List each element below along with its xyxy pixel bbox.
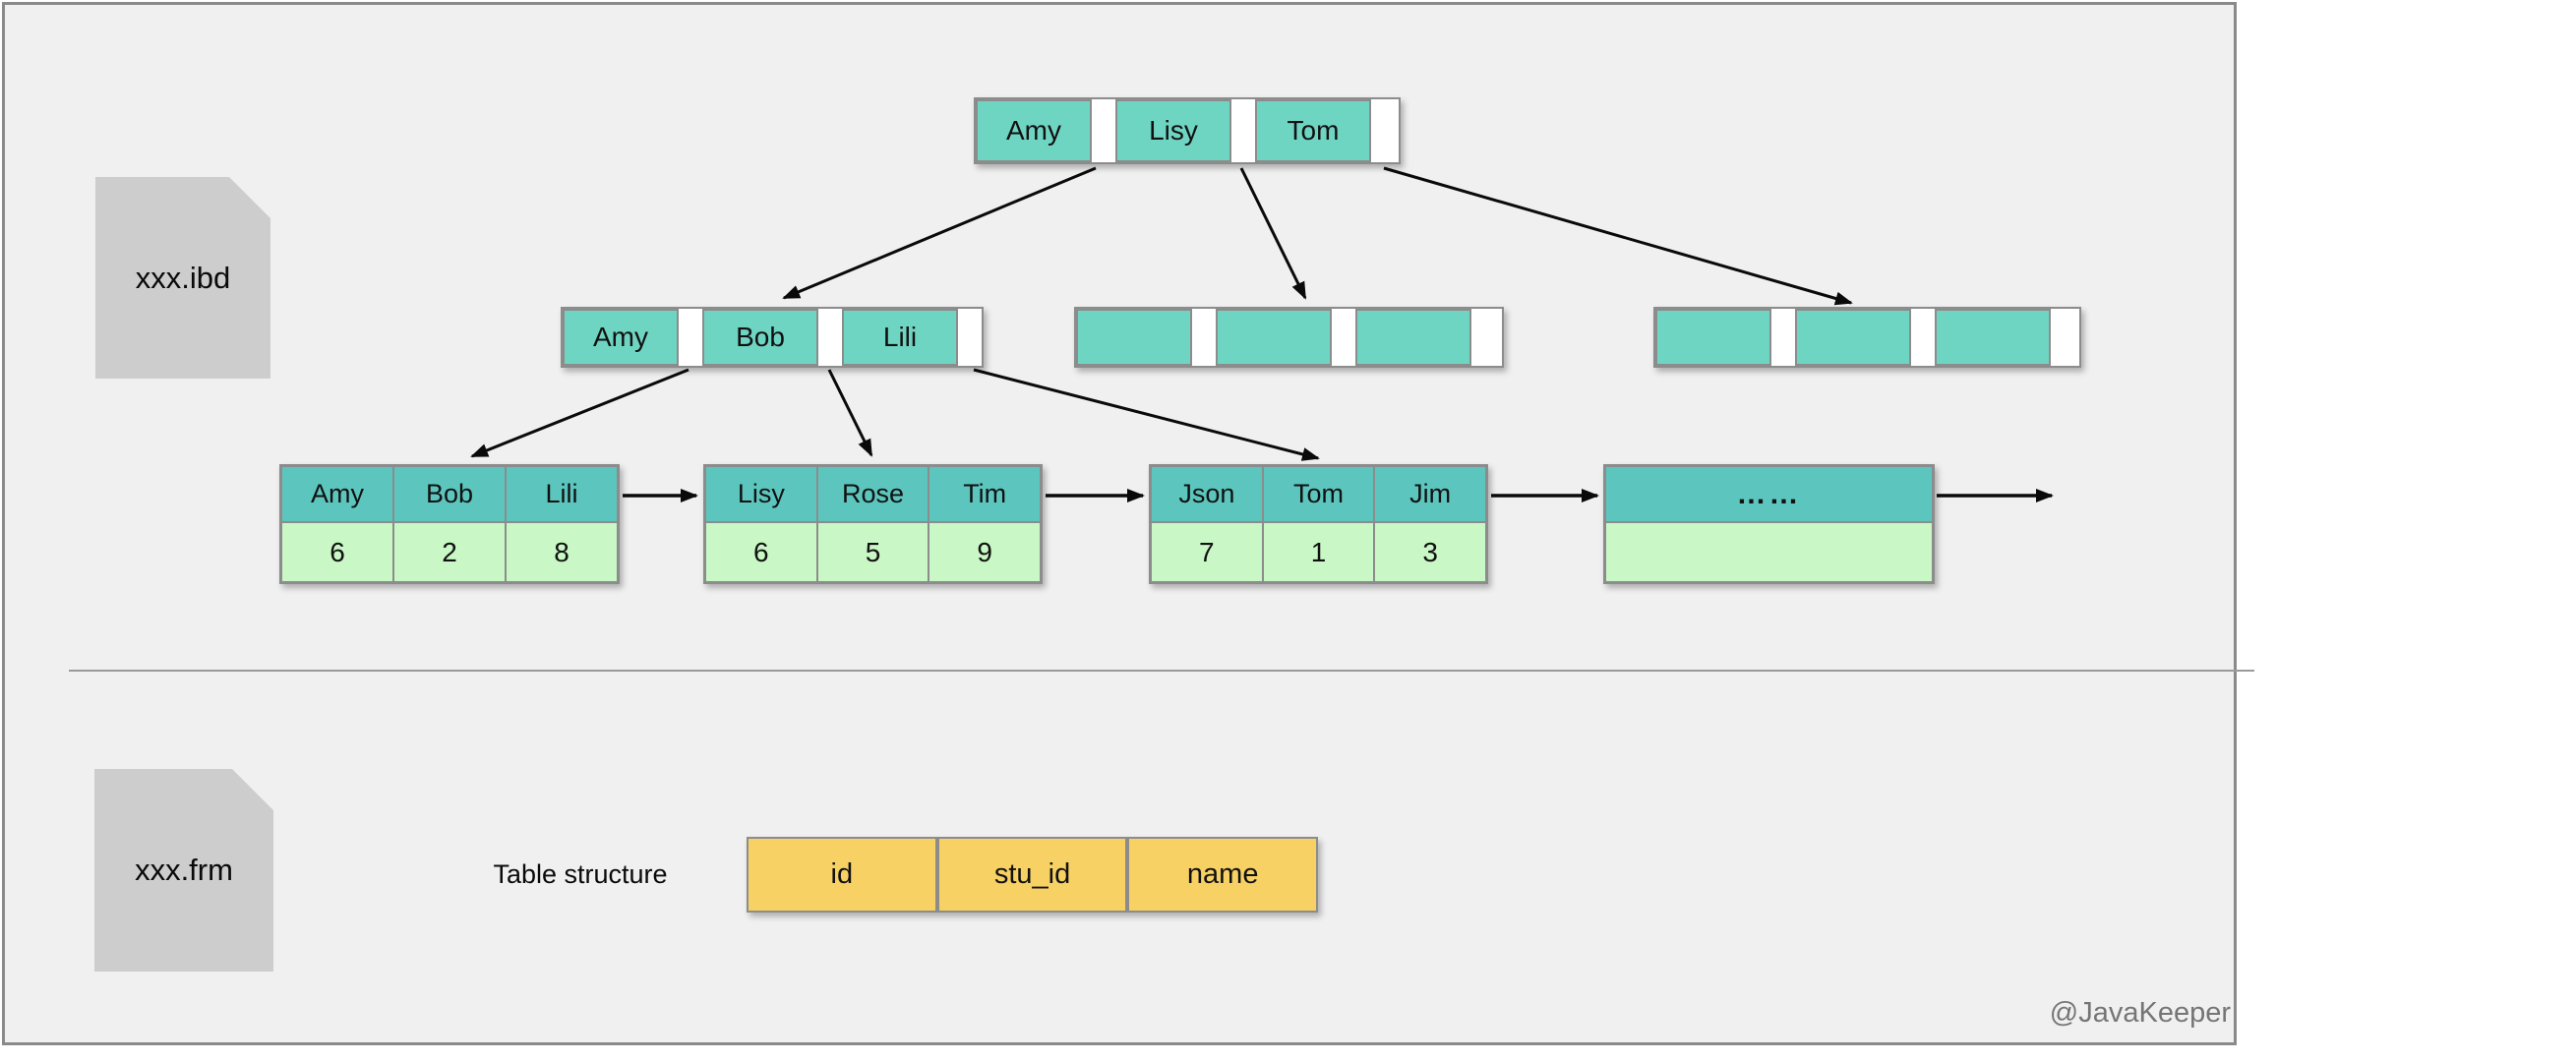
btree-internal-node-1: Amy Bob Lili xyxy=(561,307,984,368)
pointer-cell xyxy=(1371,99,1395,162)
table-structure-label: Table structure xyxy=(493,859,668,889)
ibd-file-label: xxx.ibd xyxy=(135,260,231,295)
pointer-cell xyxy=(1092,99,1115,162)
pointer-cell xyxy=(1192,309,1216,366)
leaf-value-cell: 7 xyxy=(1151,522,1263,582)
leaf-key-row: Json Tom Jim xyxy=(1151,466,1487,522)
leaf-value-cell: 5 xyxy=(816,522,929,582)
leaf-key-cell: Lili xyxy=(506,466,618,522)
leaf-value-cell: 6 xyxy=(281,522,393,582)
btree-internal-node-2 xyxy=(1074,307,1504,368)
btree-leaf-node-1: Amy Bob Lili 6 2 8 xyxy=(279,464,620,584)
ibd-file-icon: xxx.ibd xyxy=(95,177,270,379)
btree-root-node: Amy Lisy Tom xyxy=(974,97,1401,164)
root-key-cell: Tom xyxy=(1255,99,1371,162)
internal-key-cell: Amy xyxy=(563,309,679,366)
table-column-cell: id xyxy=(747,837,937,913)
btree-leaf-node-2: Lisy Rose Tim 6 5 9 xyxy=(703,464,1043,584)
pointer-cell xyxy=(958,309,982,366)
leaf-key-cell: Jim xyxy=(1374,466,1487,522)
root-key-cell: Amy xyxy=(976,99,1092,162)
leaf-key-row: Amy Bob Lili xyxy=(281,466,618,522)
pointer-cell xyxy=(818,309,842,366)
leaf-key-cell: Tom xyxy=(1262,466,1375,522)
internal-key-cell xyxy=(1935,309,2051,366)
leaf-value-row: 7 1 3 xyxy=(1151,522,1487,582)
leaf-value-cell xyxy=(1605,522,1933,582)
leaf-key-cell: Amy xyxy=(281,466,393,522)
internal-key-cell xyxy=(1355,309,1471,366)
internal-key-cell: Lili xyxy=(842,309,958,366)
leaf-value-row: 6 5 9 xyxy=(705,522,1042,582)
leaf-value-cell: 2 xyxy=(393,522,506,582)
internal-key-cell xyxy=(1076,309,1192,366)
table-column-cell: name xyxy=(1127,837,1319,913)
leaf-value-cell: 6 xyxy=(705,522,817,582)
table-column-cell: stu_id xyxy=(936,837,1128,913)
pointer-cell xyxy=(679,309,702,366)
leaf-value-row: 6 2 8 xyxy=(281,522,618,582)
btree-leaf-node-4: …… xyxy=(1603,464,1935,584)
frm-file-label: xxx.frm xyxy=(135,853,233,887)
pointer-cell xyxy=(1332,309,1355,366)
leaf-value-cell: 9 xyxy=(929,522,1042,582)
leaf-value-cell: 3 xyxy=(1374,522,1487,582)
pointer-cell xyxy=(1911,309,1935,366)
leaf-ellipsis-cell: …… xyxy=(1605,466,1933,522)
internal-key-cell xyxy=(1655,309,1771,366)
leaf-key-row: Lisy Rose Tim xyxy=(705,466,1042,522)
leaf-key-cell: Lisy xyxy=(705,466,817,522)
leaf-key-row: …… xyxy=(1605,466,1933,522)
internal-key-cell xyxy=(1795,309,1911,366)
pointer-cell xyxy=(1471,309,1495,366)
leaf-value-cell: 1 xyxy=(1262,522,1375,582)
table-structure-columns: id stu_id name xyxy=(747,837,1319,913)
leaf-key-cell: Bob xyxy=(393,466,506,522)
leaf-value-row xyxy=(1605,522,1933,582)
leaf-value-cell: 8 xyxy=(506,522,618,582)
watermark: @JavaKeeper xyxy=(2049,997,2231,1029)
root-key-cell: Lisy xyxy=(1115,99,1231,162)
leaf-key-cell: Rose xyxy=(816,466,929,522)
section-divider xyxy=(69,670,2254,672)
btree-internal-node-3 xyxy=(1653,307,2081,368)
pointer-cell xyxy=(1231,99,1255,162)
internal-key-cell: Bob xyxy=(702,309,818,366)
leaf-key-cell: Json xyxy=(1151,466,1263,522)
frm-file-icon: xxx.frm xyxy=(94,769,273,972)
pointer-cell xyxy=(2051,309,2074,366)
internal-key-cell xyxy=(1216,309,1332,366)
pointer-cell xyxy=(1771,309,1795,366)
leaf-key-cell: Tim xyxy=(929,466,1042,522)
btree-leaf-node-3: Json Tom Jim 7 1 3 xyxy=(1149,464,1488,584)
